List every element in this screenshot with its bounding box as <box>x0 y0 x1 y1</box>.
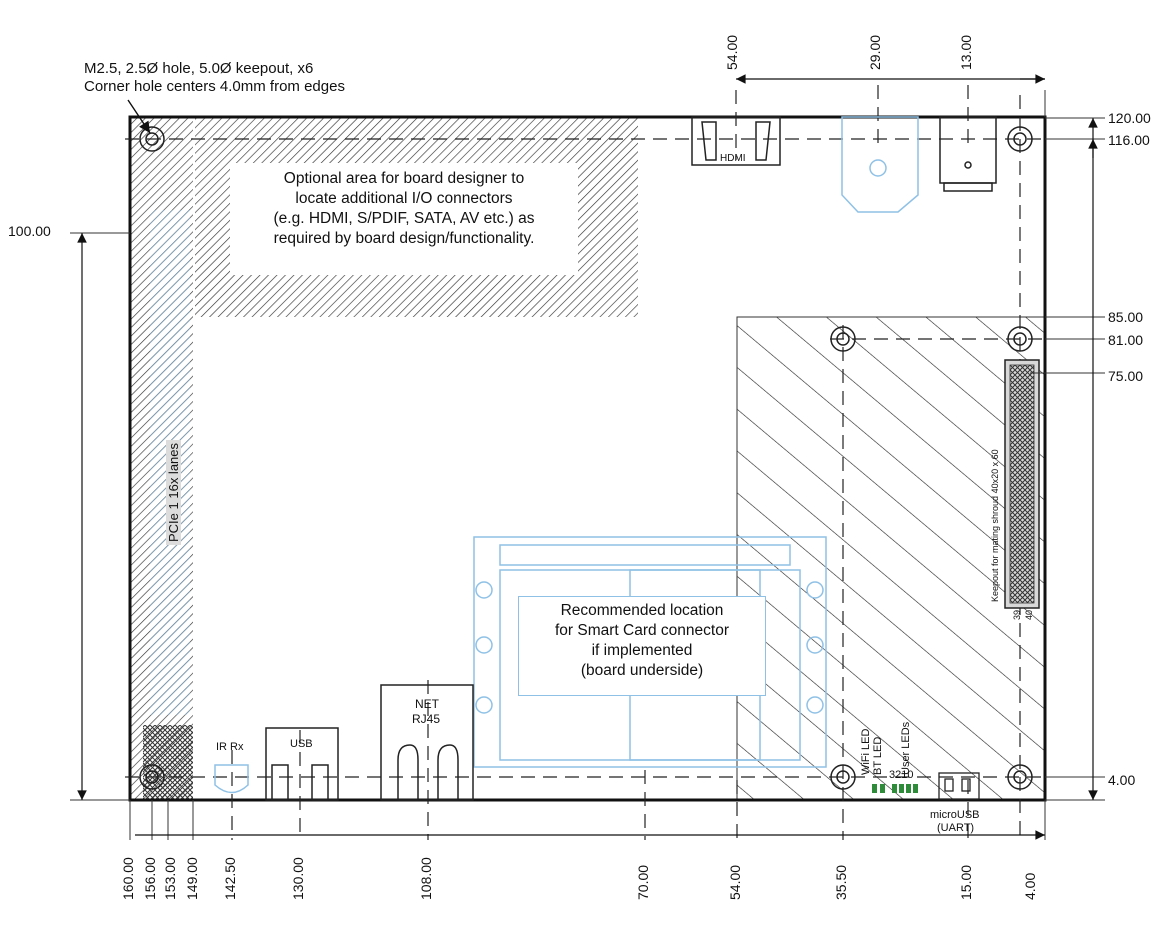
ir-label: IR Rx <box>216 741 244 753</box>
smart-card-text: Recommended location for Smart Card conn… <box>518 596 766 696</box>
note-leader <box>127 99 151 134</box>
dim-bottom-15: 15.00 <box>958 864 974 900</box>
dim-right-4: 4.00 <box>1108 772 1136 788</box>
dim-bottom-35-5: 35.50 <box>833 864 849 900</box>
microusb-label: microUSB <box>930 809 980 821</box>
power-jack-outline <box>841 116 919 213</box>
user-leds-label: User LEDs <box>900 721 912 775</box>
dim-top-29: 29.00 <box>867 34 883 70</box>
extension-lines <box>70 90 1105 840</box>
dim-bottom-4: 4.00 <box>1022 872 1038 900</box>
dim-top-54: 54.00 <box>724 34 740 70</box>
dim-bottom-108: 108.00 <box>418 857 434 900</box>
pin-39-label: 39 <box>1012 609 1022 620</box>
rj45-connector <box>380 684 474 801</box>
dim-left-100: 100.00 <box>8 223 51 239</box>
dim-top-13: 13.00 <box>958 34 974 70</box>
bt-led-label: BT LED <box>872 736 884 775</box>
rj45-label: RJ45 <box>412 712 441 726</box>
optional-area-line-2: locate additional I/O connectors <box>295 190 513 207</box>
smart-card-line-4: (board underside) <box>580 662 704 679</box>
usb-label: USB <box>290 738 313 750</box>
hdmi-connector <box>691 116 781 166</box>
dim-right-75: 75.00 <box>1108 368 1144 384</box>
usb-connector <box>265 727 339 801</box>
board-outline <box>128 115 1047 802</box>
corner-crosshatch <box>143 725 193 800</box>
ir-receiver-shape <box>214 764 249 794</box>
expansion-keepout-area <box>736 316 1046 801</box>
optional-area-line-1: Optional area for board designer to <box>283 170 525 187</box>
dim-bottom-130: 130.00 <box>290 857 306 900</box>
dim-bottom-54: 54.00 <box>727 864 743 900</box>
optional-area-line-3: (e.g. HDMI, S/PDIF, SATA, AV etc.) as <box>273 210 535 227</box>
hole-note-line2: Corner hole centers 4.0mm from edges <box>84 78 345 95</box>
wifi-led-label: WiFi LED <box>860 728 872 775</box>
net-label: NET <box>415 697 439 711</box>
pin-40-label: 40 <box>1024 609 1034 620</box>
uart-label: (UART) <box>937 822 975 834</box>
dim-bottom-142-5: 142.50 <box>222 857 238 900</box>
led-numbers: 3210 <box>889 769 914 781</box>
expansion-header <box>1004 359 1040 609</box>
smart-card-line-2: for Smart Card connector <box>554 622 729 639</box>
dim-right-116: 116.00 <box>1108 132 1150 148</box>
smart-card-line-1: Recommended location <box>560 602 724 619</box>
mounting-holes <box>139 126 1033 790</box>
keepout-label: Keepout for mating shroud 40x20 x 60 <box>990 449 1000 602</box>
dim-bottom-153: 153.00 <box>162 857 178 900</box>
dimension-arrows <box>77 74 1098 840</box>
dim-right-120: 120.00 <box>1108 110 1151 126</box>
dim-right-81: 81.00 <box>1108 332 1144 348</box>
dim-bottom-160: 160.00 <box>120 857 136 900</box>
hole-note-line1: M2.5, 2.5Ø hole, 5.0Ø keepout, x6 <box>84 60 314 77</box>
led-pads <box>872 784 918 793</box>
optional-area-text: Optional area for board designer to loca… <box>230 163 578 275</box>
microusb-connector <box>938 772 980 800</box>
power-jack-pin <box>869 159 887 177</box>
dim-right-85: 85.00 <box>1108 309 1144 325</box>
optional-area-line-4: required by board design/functionality. <box>273 230 535 247</box>
dc-connector <box>939 116 997 192</box>
hdmi-label: HDMI <box>720 153 746 164</box>
smart-card-line-3: if implemented <box>591 642 693 659</box>
dim-bottom-70: 70.00 <box>635 864 651 900</box>
center-lines <box>125 85 1045 840</box>
pcie-label: PCIe 1 16x lanes <box>166 439 181 545</box>
dim-bottom-156: 156.00 <box>142 857 158 900</box>
dim-bottom-149: 149.00 <box>184 857 200 900</box>
